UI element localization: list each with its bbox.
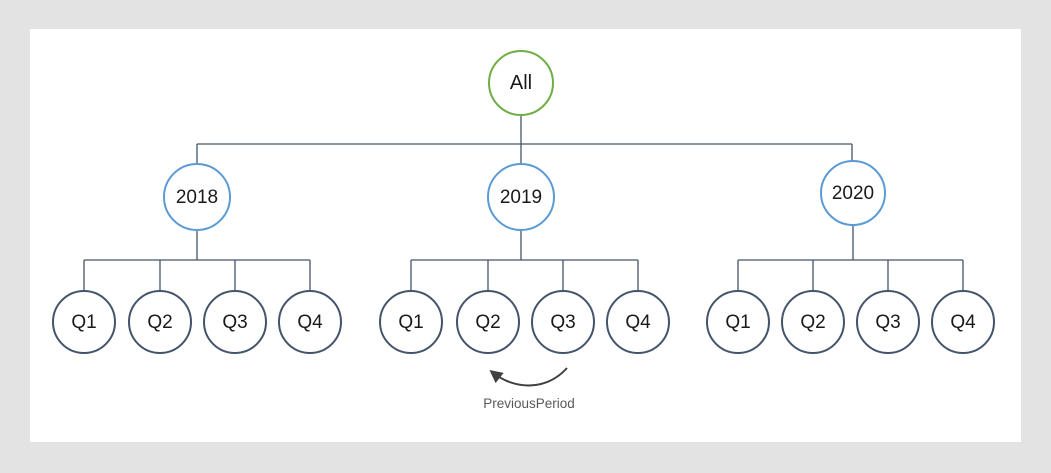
node-2019-q3-label: Q3: [550, 311, 576, 333]
node-2020-q1-label: Q1: [725, 311, 751, 333]
node-2018-q1-label: Q1: [71, 311, 97, 333]
node-2018-q4: Q4: [278, 290, 342, 354]
node-2020-q2-label: Q2: [800, 311, 826, 333]
previous-period-arrow: [489, 367, 568, 387]
node-2020-q2: Q2: [781, 290, 845, 354]
node-2018-q3: Q3: [203, 290, 267, 354]
node-2020: 2020: [820, 160, 886, 226]
node-2020-q4-label: Q4: [950, 311, 976, 333]
node-all: All: [488, 50, 554, 116]
node-2020-q3-label: Q3: [875, 311, 901, 333]
node-2019-q3: Q3: [531, 290, 595, 354]
node-2020-q4: Q4: [931, 290, 995, 354]
node-2019-q1-label: Q1: [398, 311, 424, 333]
previous-period-label: PreviousPeriod: [483, 396, 575, 411]
node-2020-label: 2020: [831, 182, 875, 204]
node-2018-q4-label: Q4: [297, 311, 323, 333]
node-2018: 2018: [163, 163, 231, 231]
node-2019-q4: Q4: [606, 290, 670, 354]
node-2020-q3: Q3: [856, 290, 920, 354]
node-2018-q3-label: Q3: [222, 311, 248, 333]
tree-connectors: [83, 116, 964, 290]
node-2019-q4-label: Q4: [625, 311, 651, 333]
node-2019-q2: Q2: [456, 290, 520, 354]
node-2020-q1: Q1: [706, 290, 770, 354]
node-2018-q2: Q2: [128, 290, 192, 354]
node-2018-q2-label: Q2: [147, 311, 173, 333]
node-2019-q2-label: Q2: [475, 311, 501, 333]
node-2019-label: 2019: [499, 186, 543, 208]
node-2018-q1: Q1: [52, 290, 116, 354]
node-2019: 2019: [487, 163, 555, 231]
node-all-label: All: [509, 72, 533, 94]
node-2018-label: 2018: [175, 186, 219, 208]
node-2019-q1: Q1: [379, 290, 443, 354]
